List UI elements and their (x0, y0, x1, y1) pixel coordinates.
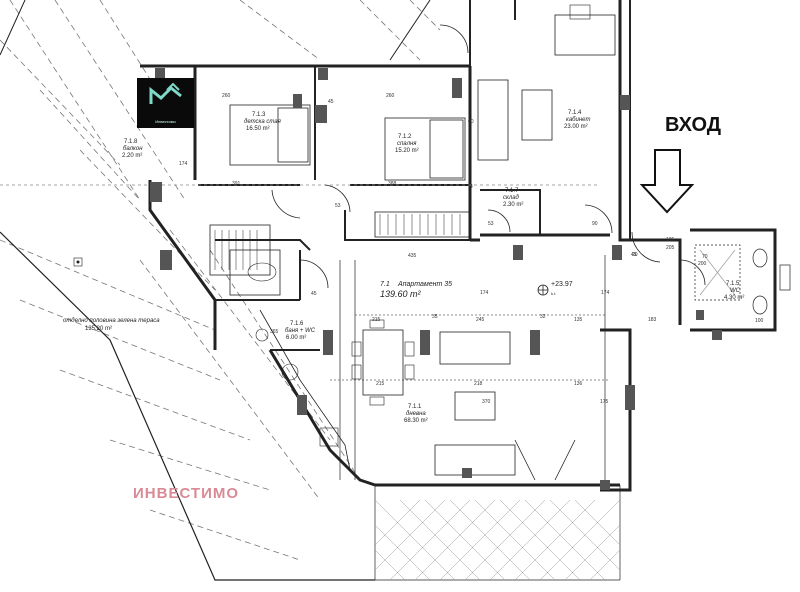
room-area: 68.30 m² (404, 418, 428, 424)
terrace-area: 135.20 m² (85, 326, 113, 332)
logo-mark-icon (149, 82, 182, 104)
dimension-label: 435 (408, 253, 417, 259)
wc-fixtures (694, 244, 791, 315)
dimension-label: 391 (232, 181, 241, 187)
dimension-label: 215 (376, 381, 385, 387)
dimension-label: 45 (631, 252, 637, 258)
dimension-label: 218 (474, 381, 483, 387)
dimension-label: 53 (488, 221, 494, 227)
room-code: 7.1.4 (568, 110, 582, 116)
room-name: WC (730, 288, 740, 294)
dimension-label: 20 (632, 252, 638, 258)
dimension-label: 60 (468, 119, 474, 125)
apartment-code: 7.1 (380, 281, 390, 288)
room-name: склад (503, 195, 519, 201)
dimension-label: 183 (648, 317, 657, 323)
entrance-arrow (639, 149, 695, 214)
room-area: 15.20 m² (395, 148, 419, 154)
dimension-label: 365 (270, 329, 279, 335)
room-area: 6.00 m² (286, 335, 307, 341)
terrace-boundary (0, 231, 375, 581)
level-marker (537, 284, 549, 296)
room-code: 7.1.8 (124, 139, 138, 145)
room-area: 23.00 m² (564, 124, 588, 130)
dimension-label: 175 (600, 399, 609, 405)
room-name: спалня (397, 141, 417, 147)
dimension-label: 136 (574, 381, 583, 387)
room-area: 2.30 m² (503, 202, 524, 208)
room-code: 7.1.3 (252, 112, 266, 118)
room-name: баня + WC (285, 328, 316, 334)
dimension-label: 260 (222, 93, 231, 99)
logo-text: Инвестимо (155, 119, 176, 124)
dimension-label: 70 (702, 254, 708, 260)
room-name: детска стая (244, 119, 281, 125)
level-value: +23.97 (551, 281, 573, 288)
terrace-hatch (0, 0, 441, 561)
room-code: 7.1.1 (408, 404, 422, 410)
terrace-name: отделно половина зелена тераса (63, 318, 160, 324)
company-logo: Инвестимо (137, 78, 194, 128)
dimension-label: 205 (666, 245, 675, 251)
dimension-label: 200 (698, 261, 707, 267)
dimension-label: 45 (311, 291, 317, 297)
room-area: 2.20 m² (122, 153, 143, 159)
dimension-label: 215 (372, 317, 381, 323)
dimension-label: 32 (540, 314, 546, 320)
dimension-label: 174 (179, 161, 188, 167)
bed-bedroom (384, 117, 466, 181)
balcony-hatch (374, 499, 621, 581)
dimension-label: 388 (388, 181, 397, 187)
dimension-label: 370 (482, 399, 491, 405)
dimension-label: 174 (601, 290, 610, 296)
dimension-label: 45 (328, 99, 334, 105)
dimension-label: 35 (432, 314, 438, 320)
dimension-label: 135 (574, 317, 583, 323)
watermark: ИНВЕСТИМО (133, 485, 240, 502)
dimension-label: 4 (470, 184, 473, 190)
entrance-label: ВХОД (665, 114, 722, 136)
apartment-name: Апартамент 35 (398, 281, 453, 288)
room-name: балкон (123, 146, 143, 152)
room-code: 7.1.2 (398, 134, 412, 140)
dimension-label: 260 (386, 93, 395, 99)
exterior-walls (140, 0, 777, 492)
room-area: 16.50 m² (246, 126, 270, 132)
door-swings (271, 24, 706, 481)
room-code: 7.1.5 (726, 281, 740, 287)
dimension-label: 105 (666, 237, 675, 243)
dimension-label: 245 (476, 317, 485, 323)
room-name: дневна (406, 411, 426, 417)
room-name: кабинет (566, 117, 591, 123)
dining-table (351, 319, 415, 406)
apartment-area: 139.60 m² (380, 289, 421, 299)
dimension-label: 90 (592, 221, 598, 227)
level-note: k.t. (551, 291, 557, 296)
dimension-label: 53 (335, 203, 341, 209)
room-code: 7.1.7 (505, 188, 519, 194)
dimension-label: 100 (755, 318, 764, 324)
bed-kids-room (229, 104, 311, 166)
room-code: 7.1.6 (290, 321, 304, 327)
dimension-label: 174 (480, 290, 489, 296)
room-area: 4.30 m² (724, 295, 745, 301)
sofa-living (434, 331, 516, 476)
sofa-study (477, 79, 553, 161)
